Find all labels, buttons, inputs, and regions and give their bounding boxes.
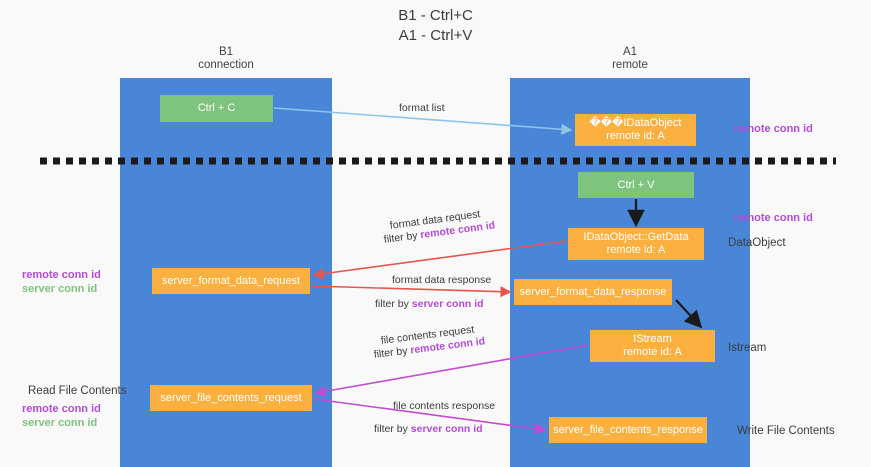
box-server-format-data-response-label: server_format_data_response xyxy=(519,285,667,298)
legend-left-middle: remote conn id server conn id xyxy=(22,268,101,296)
legend-remote-conn-id: remote conn id xyxy=(22,403,101,415)
box-server-format-data-request-label: server_format_data_request xyxy=(161,274,301,287)
box-server-format-data-request[interactable]: server_format_data_request xyxy=(152,268,310,294)
column-header-a1-name: A1 xyxy=(622,46,638,58)
label-istream: Istream xyxy=(728,342,767,354)
flow-label-file-contents-response: file contents response xyxy=(393,400,496,412)
legend-server-conn-id: server conn id xyxy=(22,417,98,429)
label-dataobject: DataObject xyxy=(728,237,786,249)
legend-mid-right: remote conn id xyxy=(734,211,813,225)
box-server-file-contents-request[interactable]: server_file_contents_request xyxy=(150,385,312,411)
flow-label-format-list: format list xyxy=(399,102,445,114)
box-ctrl-c-label: Ctrl + C xyxy=(197,102,236,114)
box-idataobject-line-1: ���IDataObject xyxy=(589,117,682,129)
column-header-b1-subtitle: connection xyxy=(198,59,254,71)
legend-top-right: remote conn id xyxy=(734,122,813,136)
box-istream-line-2: remote id: A xyxy=(623,346,682,358)
flow-label-format-data-response: format data response xyxy=(392,274,492,286)
column-header-b1: B1 connection xyxy=(120,46,332,72)
flow-label-format-data-response-filter: filter by server conn id xyxy=(375,297,484,311)
legend-left-bottom: remote conn id server conn id xyxy=(22,402,101,430)
box-idataobject-getdata-line-2: remote id: A xyxy=(606,244,666,256)
column-header-b1-name: B1 xyxy=(218,46,234,58)
label-read-file-contents: Read File Contents xyxy=(28,385,127,397)
filter-prefix: filter by xyxy=(373,344,412,361)
box-ctrl-v[interactable]: Ctrl + V xyxy=(578,172,694,198)
box-ctrl-v-label: Ctrl + V xyxy=(617,178,655,191)
filter-keyword-server-conn-id: server conn id xyxy=(410,423,483,435)
box-server-file-contents-response-label: server_file_contents_response xyxy=(553,423,703,436)
legend-remote-conn-id: remote conn id xyxy=(22,269,101,281)
legend-remote-conn-id: remote conn id xyxy=(734,123,813,135)
box-ctrl-c[interactable]: Ctrl + C xyxy=(160,95,273,122)
column-header-a1: A1 remote xyxy=(510,46,750,72)
filter-prefix: filter by xyxy=(374,423,411,435)
diagram-title-line-1: B1 - Ctrl+C xyxy=(398,7,473,24)
flow-label-file-contents-response-filter: filter by server conn id xyxy=(374,422,483,436)
diagram-title: B1 - Ctrl+C A1 - Ctrl+V xyxy=(0,6,871,46)
box-idataobject-getdata[interactable]: IDataObject::GetData remote id: A xyxy=(568,228,704,260)
box-idataobject-line-2: remote id: A xyxy=(606,130,665,142)
box-istream[interactable]: IStream remote id: A xyxy=(590,330,715,362)
box-server-file-contents-response[interactable]: server_file_contents_response xyxy=(549,417,707,443)
box-server-file-contents-request-label: server_file_contents_request xyxy=(160,391,302,404)
box-istream-line-1: IStream xyxy=(633,333,672,345)
filter-keyword-server-conn-id: server conn id xyxy=(411,298,484,310)
box-server-format-data-response[interactable]: server_format_data_response xyxy=(514,279,672,305)
box-idataobject[interactable]: ���IDataObject remote id: A xyxy=(575,114,696,146)
legend-remote-conn-id: remote conn id xyxy=(734,212,813,224)
diagram-title-line-2: A1 - Ctrl+V xyxy=(398,27,473,44)
box-idataobject-getdata-line-1: IDataObject::GetData xyxy=(583,231,689,243)
label-write-file-contents: Write File Contents xyxy=(737,425,835,437)
legend-server-conn-id: server conn id xyxy=(22,283,98,295)
column-header-a1-subtitle: remote xyxy=(612,59,648,71)
filter-prefix: filter by xyxy=(383,229,422,246)
filter-prefix: filter by xyxy=(375,298,412,310)
